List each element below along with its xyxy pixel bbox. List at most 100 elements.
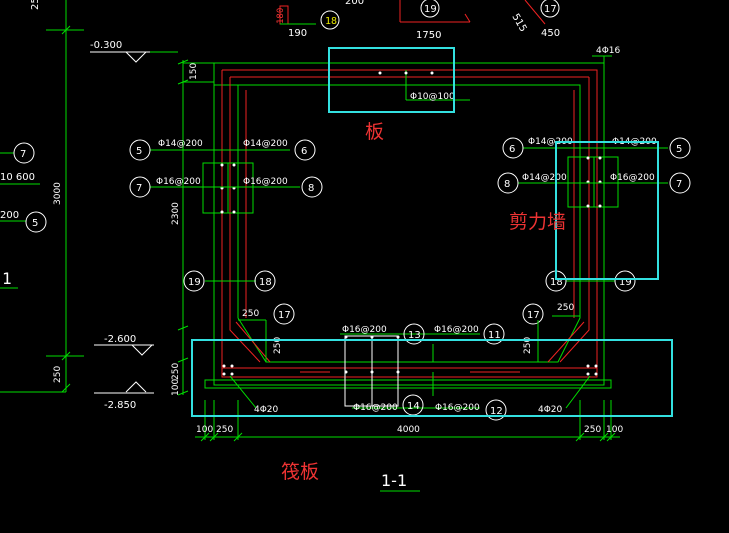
circle-6 bbox=[502, 137, 524, 159]
l-mid-b: Φ16@200 bbox=[243, 177, 288, 187]
dot bbox=[222, 372, 226, 376]
rebar-right-inner bbox=[559, 77, 590, 363]
elev-mid: -2.600 bbox=[104, 334, 136, 345]
dim-text: 250 bbox=[30, 0, 41, 10]
circle-19 bbox=[614, 270, 636, 292]
c11: 11 bbox=[488, 330, 501, 341]
dim-slash bbox=[61, 383, 71, 393]
c8: 8 bbox=[308, 183, 314, 194]
circle-18 bbox=[254, 270, 276, 292]
slab-highlight-box bbox=[328, 47, 455, 113]
frag-5: 5 bbox=[32, 218, 38, 229]
mark-1750: 1750 bbox=[416, 30, 441, 41]
dim-w4000: 4000 bbox=[397, 425, 420, 435]
wall-detail-box bbox=[567, 156, 619, 208]
dot bbox=[220, 163, 224, 167]
dim-250-b: 250 bbox=[171, 363, 181, 380]
b-top-b: Φ16@200 bbox=[434, 325, 479, 335]
haunch-r bbox=[547, 321, 585, 363]
rebar-red bbox=[221, 69, 598, 378]
dot bbox=[594, 364, 598, 368]
elev-triangle bbox=[125, 381, 147, 393]
dim-slash bbox=[177, 390, 189, 396]
dim-slash bbox=[200, 432, 210, 442]
frag-200: 200 bbox=[0, 210, 19, 221]
dot bbox=[598, 156, 602, 160]
b-bot-b: Φ16@200 bbox=[435, 403, 480, 413]
c6: 6 bbox=[301, 146, 307, 157]
dim-w250-r: 250 bbox=[584, 425, 601, 435]
rc7: 7 bbox=[676, 179, 682, 190]
circle-17 bbox=[522, 303, 544, 325]
elevation-mid: -2.600 bbox=[94, 334, 154, 356]
raft-detail: Φ16@200 Φ16@200 Φ16@200 Φ16@200 13 11 14… bbox=[222, 323, 598, 421]
c18: 18 bbox=[259, 277, 272, 288]
slab-rebar: Φ10@100 bbox=[410, 92, 455, 102]
leader bbox=[565, 375, 591, 409]
rebar-4phi16: 4Φ16 bbox=[596, 46, 621, 56]
elev-bot: -2.850 bbox=[104, 400, 136, 411]
elev-triangle bbox=[131, 344, 153, 356]
dot bbox=[404, 71, 408, 75]
leader bbox=[229, 375, 257, 409]
rc18: 18 bbox=[550, 277, 563, 288]
frag-7: 7 bbox=[20, 149, 26, 160]
cushion-layer bbox=[204, 379, 612, 389]
dot bbox=[230, 364, 234, 368]
dim-100: 100 bbox=[171, 379, 181, 396]
c5: 5 bbox=[136, 146, 142, 157]
circle-7 bbox=[669, 172, 691, 194]
dim-slash bbox=[599, 432, 609, 442]
c13: 13 bbox=[408, 330, 421, 341]
wall-inner-green bbox=[213, 55, 612, 385]
circle-19-top bbox=[420, 0, 440, 18]
raft-highlight-box bbox=[191, 339, 673, 417]
rc19: 19 bbox=[619, 277, 632, 288]
frag-10600: 10 600 bbox=[0, 172, 35, 183]
c19: 19 bbox=[188, 277, 201, 288]
rebar-left-inner bbox=[229, 77, 261, 363]
dot bbox=[430, 71, 434, 75]
dim-slash bbox=[575, 432, 585, 442]
dot bbox=[586, 156, 590, 160]
elevation-top: -0.300 bbox=[90, 40, 178, 63]
elev-triangle bbox=[125, 51, 147, 63]
dot bbox=[586, 204, 590, 208]
dim-w100-l: 100 bbox=[196, 425, 213, 435]
circle-17-top bbox=[540, 0, 560, 18]
circle-17 bbox=[273, 303, 295, 325]
circle-19 bbox=[183, 270, 205, 292]
dim-150: 150 bbox=[189, 63, 199, 80]
c7: 7 bbox=[136, 183, 142, 194]
dot bbox=[232, 163, 236, 167]
circle-18 bbox=[320, 10, 340, 30]
dim-slash bbox=[233, 432, 243, 442]
r-mid-b: Φ16@200 bbox=[610, 173, 655, 183]
dim-slash bbox=[61, 351, 71, 361]
dim-slash bbox=[177, 325, 189, 331]
dim-slash bbox=[177, 59, 189, 65]
dim-w250-l: 250 bbox=[216, 425, 233, 435]
circle-7-left bbox=[13, 142, 35, 164]
circle-11 bbox=[483, 323, 505, 345]
red-diag-top bbox=[524, 0, 546, 25]
dot bbox=[598, 204, 602, 208]
corner-rebar-r: 4Φ20 bbox=[538, 405, 563, 415]
mark-19: 19 bbox=[424, 4, 437, 15]
dot bbox=[344, 335, 348, 339]
dot bbox=[396, 370, 400, 374]
circle-7 bbox=[129, 176, 151, 198]
dot bbox=[232, 210, 236, 214]
outer-rebar bbox=[221, 69, 598, 378]
mark-200: 200 bbox=[345, 0, 364, 7]
corner-rebar-l: 4Φ20 bbox=[254, 405, 279, 415]
left-fragments: 7 10 600 200 5 1 bbox=[0, 142, 47, 289]
circle-8 bbox=[301, 176, 323, 198]
mark-180: 180 bbox=[276, 8, 286, 24]
elev-top: -0.300 bbox=[90, 40, 122, 51]
l-top-a: Φ14@200 bbox=[158, 139, 203, 149]
mark-190: 190 bbox=[288, 28, 307, 39]
slab-detail: Φ10@100 4Φ16 bbox=[378, 46, 621, 102]
label-slab: 板 bbox=[365, 121, 384, 143]
